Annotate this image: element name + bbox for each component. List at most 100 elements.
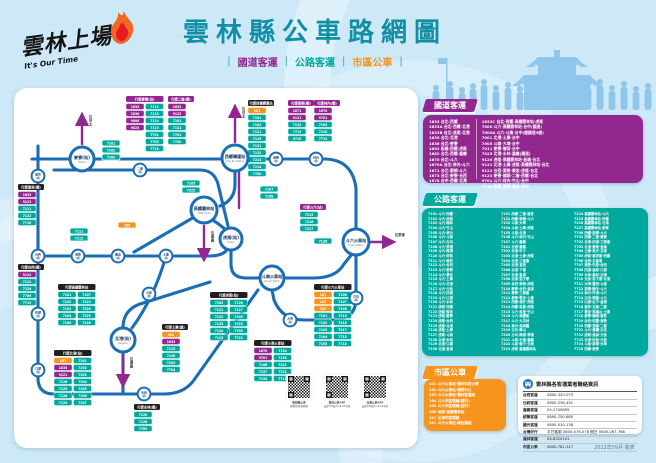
operator-name: 嘉義客運 (523, 407, 538, 412)
highway-route-entry: 9701 斗六-林內-竹山-台中 (481, 178, 529, 184)
cluster-header (58, 284, 96, 290)
route-chip-code: 7218 (319, 130, 328, 134)
route-chip (133, 425, 153, 432)
route-chip (247, 128, 267, 135)
station-minor: 古坑(鄉) (348, 290, 364, 306)
route-chip (253, 347, 273, 354)
svg-text:(鄉): (鄉) (147, 294, 152, 298)
route-chip (273, 368, 292, 375)
route-chip (53, 378, 73, 385)
road-route-entry: 7203 北港-土庫-虎尾 (501, 253, 534, 258)
route-chip-code: 9023 (131, 126, 140, 130)
route-chip (145, 117, 164, 124)
route-chip-code: 7701 (173, 133, 182, 137)
route-chip-code: 7112 (23, 280, 32, 284)
route-chip (73, 371, 92, 378)
route-chip-code: 7203 (78, 373, 87, 377)
road-route-entry: 7725 西螺-麥寮 (574, 347, 599, 352)
operator-phone: 0800-010-138 (547, 422, 574, 427)
title-block: 雲林縣公車路網圖 |國道客運|公路客運|市區公車| (150, 12, 480, 69)
road-route-entry: 7202 北港-朴子 (501, 249, 526, 254)
person-silhouette (504, 82, 512, 110)
route-chip (313, 298, 333, 305)
cluster-header-label: 行經台西(鄉) (20, 264, 41, 269)
route-chip (161, 352, 181, 359)
route-chip (273, 347, 292, 354)
route-chip-code: 7125 (253, 137, 262, 141)
route-chip (73, 392, 92, 399)
station-minor: 元長(鄉) (141, 286, 157, 302)
route-chip-code: 9121 (293, 116, 302, 120)
station-minor: 台西(鄉) (30, 248, 46, 264)
route-chip (161, 366, 181, 373)
road-route-entry: 7708 四湖-溪底-口湖 (574, 267, 607, 272)
cluster-header-label: 行經北港(站) (62, 350, 83, 355)
station-name-en: Mailiao (78, 161, 86, 164)
road-route-entry: 7130 北港-金湖 (428, 347, 453, 352)
route-chip (333, 326, 352, 333)
route-chip-code: 102 (320, 300, 326, 304)
person-silhouette (620, 81, 628, 110)
route-chip-code: 7132 (293, 123, 302, 127)
route-chip (299, 211, 319, 218)
route-cluster: 行經麥寮(站)163316369006902371127113711471157… (125, 96, 164, 152)
svg-text:(鄉): (鄉) (138, 170, 143, 174)
route-chip (17, 271, 37, 278)
route-chip-code: 7223 (82, 300, 91, 304)
highway-route-entry: 1633B 台北-虎尾-北港 (429, 129, 470, 135)
road-route-entry: 7715 口湖-台子-金湖 (574, 300, 607, 305)
flame-icon (111, 11, 134, 44)
route-chip-code: 7102 (215, 301, 224, 305)
route-chip (247, 121, 267, 128)
route-chip-code: 7209 (234, 315, 243, 319)
route-chip (313, 312, 333, 319)
route-chip (253, 368, 273, 375)
route-chip (253, 375, 273, 382)
route-chip-code: 7128 (139, 420, 148, 424)
svg-text:(鄉): (鄉) (274, 159, 279, 163)
route-chip (209, 299, 229, 306)
route-chip-code: 7121 (215, 308, 224, 312)
route-tag: 7136 (313, 237, 333, 245)
person-silhouette (556, 80, 564, 110)
operator-name: 台西客運 (523, 393, 538, 398)
route-chip-code: 7124 (215, 329, 224, 333)
road-route-entry: 7128 北港-水林 (428, 337, 453, 342)
route-chip-code: 7204 (78, 380, 87, 384)
road-route-entry: 7701 西螺-二崙-麥寮 (574, 235, 607, 240)
route-chip-code: 7101 (319, 314, 328, 318)
highway-route-entry: 1678 台中-西螺-北港 (429, 178, 467, 184)
route-chip-code: 7207 (78, 401, 87, 405)
route-tag: 106 (117, 221, 137, 229)
bus-route-line (132, 214, 198, 254)
road-route-entry: 7226 高鐵雲林站-北港 (574, 221, 609, 226)
road-route-entry: 7713 林內-坪頂-斗六 (574, 291, 607, 296)
cluster-header-label: 行經水林(鄉) (136, 404, 157, 409)
bus-route-line (36, 144, 260, 396)
cluster-header (126, 96, 164, 102)
route-chip-code: 7108 (338, 307, 347, 311)
station-minor: 四湖(鄉) (30, 306, 46, 322)
route-chip (247, 163, 267, 170)
route-chip-code: 7129 (59, 401, 68, 405)
bus-icon (523, 379, 533, 389)
separator: | (284, 56, 288, 67)
road-route-entry: 7214 西螺-吳厝-虎尾 (501, 305, 534, 310)
road-route-entry: 7210 麥寮-台西-金湖 (501, 286, 534, 291)
route-chip (209, 327, 229, 334)
road-route-entry: 7219 古坑-華山 (501, 328, 526, 333)
route-chip (73, 378, 92, 385)
route-chip (313, 135, 333, 142)
person-silhouette (516, 86, 524, 110)
road-route-entry: 7719 台西-和豐-東勢 (574, 319, 607, 324)
route-chip (77, 298, 96, 305)
route-chip (313, 340, 333, 347)
road-route-entry: 7129 北港-口湖 (428, 342, 453, 347)
route-chip (313, 291, 333, 298)
